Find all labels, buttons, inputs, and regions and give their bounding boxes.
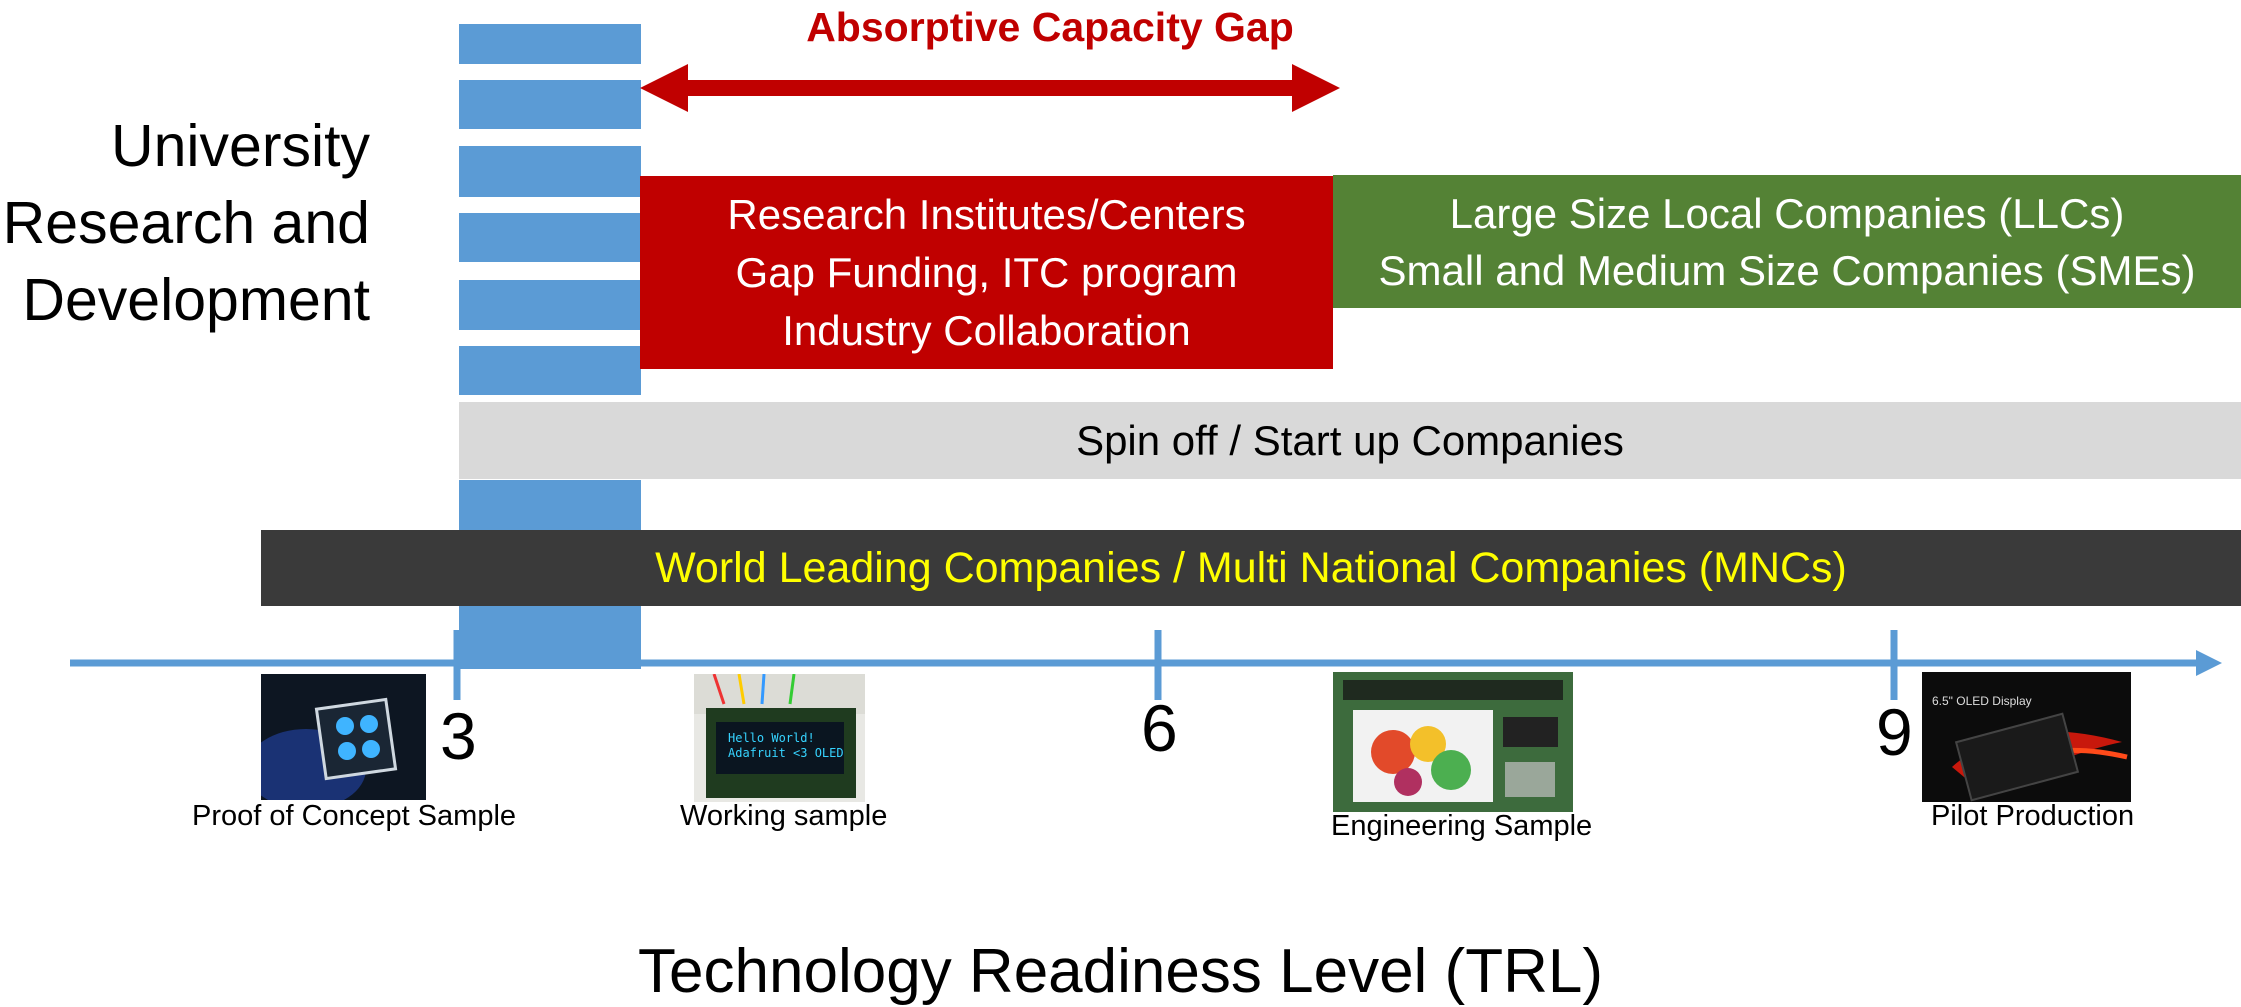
sample-label-working: Working sample (680, 800, 888, 832)
research-line: Industry Collaboration (782, 306, 1191, 354)
oled-screen-line: Adafruit <3 OLED (728, 746, 844, 760)
led-chip-photo (261, 674, 426, 800)
university-bar-segment (459, 24, 641, 64)
university-bar-segment (459, 213, 641, 262)
axis-title: Technology Readiness Level (TRL) (638, 937, 1603, 1006)
mnc-label: World Leading Companies / Multi National… (655, 543, 1847, 592)
gap-title: Absorptive Capacity Gap (806, 4, 1294, 50)
university-bar-segment (459, 146, 641, 197)
research-line: Research Institutes/Centers (727, 190, 1246, 238)
university-bar-segment (459, 280, 641, 330)
display-board-photo (1333, 672, 1573, 812)
gap-arrow-shape (640, 64, 1340, 112)
companies-line: Large Size Local Companies (LLCs) (1449, 189, 2125, 237)
tick-label-9: 9 (1876, 695, 1913, 769)
gap-double-arrow (640, 64, 1340, 112)
university-bar-segment (459, 80, 641, 129)
sample-label-pilot: Pilot Production (1931, 800, 2135, 832)
local-companies-box: Large Size Local Companies (LLCs) Small … (1333, 175, 2241, 308)
research-line: Gap Funding, ITC program (735, 248, 1238, 296)
sample-label-proof: Proof of Concept Sample (192, 800, 517, 832)
oled-screen-line: Hello World! (728, 731, 815, 745)
university-bar-segment (459, 346, 641, 395)
companies-line: Small and Medium Size Companies (SMEs) (1378, 246, 2196, 294)
axis-arrowhead (2196, 650, 2222, 676)
spinoff-label: Spin off / Start up Companies (1076, 416, 1624, 464)
sample-label-engineering: Engineering Sample (1331, 810, 1593, 842)
oled-phone-photo: 6.5" OLED Display (1922, 672, 2131, 802)
spinoff-band: Spin off / Start up Companies (459, 402, 2241, 479)
phone-screen-text: 6.5" OLED Display (1932, 694, 2032, 708)
tick-label-6: 6 (1141, 691, 1178, 765)
research-institutes-box: Research Institutes/Centers Gap Funding,… (640, 176, 1333, 369)
oled-breadboard-photo: Hello World! Adafruit <3 OLED (694, 674, 865, 802)
mnc-band: World Leading Companies / Multi National… (261, 530, 2241, 606)
trl-axis (70, 630, 2222, 700)
university-rd-label: University Research and Development (2, 113, 370, 333)
tick-label-3: 3 (440, 699, 477, 773)
